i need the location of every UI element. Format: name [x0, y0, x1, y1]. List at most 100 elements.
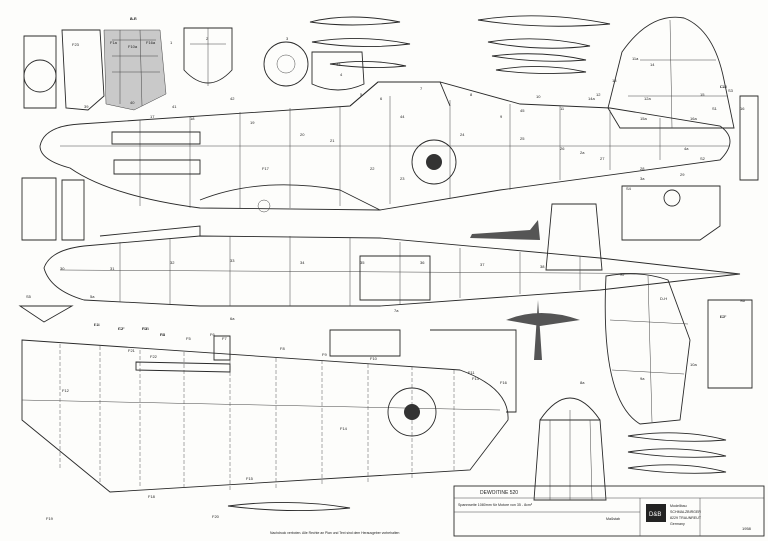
part-label: 5a — [90, 294, 95, 299]
part-label: 28 — [640, 166, 645, 171]
plan-year: 1958 — [742, 526, 752, 531]
fuselage-side-view — [39, 81, 731, 213]
part-label: C-D — [720, 84, 727, 89]
roundel-wing — [387, 387, 437, 437]
part-label: D-H — [660, 296, 667, 301]
part-label: 40 — [130, 100, 135, 105]
rib-bottom-2 — [627, 448, 727, 458]
part-label: S1 — [712, 106, 718, 111]
wing-seat-box — [359, 255, 431, 301]
part-label: L2 — [720, 314, 725, 319]
part-label: A-B — [130, 16, 137, 21]
part-label: F12 — [62, 388, 70, 393]
former-F5 — [263, 41, 309, 87]
part-label: L-4 — [94, 322, 101, 327]
part-label: R3 — [160, 332, 166, 337]
part-label: F17 — [262, 166, 270, 171]
aircraft-silhouette-top — [506, 300, 580, 360]
former-group-topleft — [23, 27, 365, 111]
part-label: F10a — [128, 44, 138, 49]
part-label: F3 — [142, 326, 147, 331]
part-label: 7a — [394, 308, 399, 313]
aileron-linkage — [135, 361, 231, 373]
part-label: S6 — [740, 298, 746, 303]
part-label: C-F — [118, 326, 125, 331]
part-label: 38 — [540, 264, 545, 269]
part-label: 37 — [480, 262, 485, 267]
former-F10 — [21, 177, 57, 241]
part-label: F22 — [150, 354, 158, 359]
part-label: F5 — [186, 336, 191, 341]
part-label: 23 — [400, 176, 405, 181]
part-label: F1 — [94, 322, 99, 327]
part-label: S5 — [26, 294, 32, 299]
maker-line-4: Germany — [670, 522, 685, 526]
part-label: 39 — [84, 104, 89, 109]
part-label: F7 — [222, 336, 227, 341]
part-label: F19 — [46, 516, 54, 521]
part-label: F16a — [146, 40, 156, 45]
former-F4 — [183, 27, 233, 84]
part-label: 16a — [690, 116, 697, 121]
rib-P3 — [477, 15, 611, 27]
exhaust-stack — [111, 131, 201, 145]
part-label: F21 — [128, 348, 136, 353]
part-label: 5 — [360, 92, 363, 97]
part-label: B-F — [130, 16, 137, 21]
fixing-point — [257, 199, 271, 213]
part-label: 13 — [612, 78, 617, 83]
rib-P7 — [495, 66, 587, 75]
part-label: 44 — [400, 114, 405, 119]
part-label: 21 — [330, 138, 335, 143]
part-label: F2 — [118, 326, 123, 331]
part-label: 36 — [420, 260, 425, 265]
former-F3-grid — [112, 29, 160, 107]
part-label: F9 — [322, 352, 327, 357]
scale-label: Maßstab — [606, 517, 620, 521]
rib-P5 — [487, 38, 591, 49]
part-label: F20 — [212, 514, 220, 519]
copyright-line: Nachdruck verboten. Alle Rechte an Plan … — [270, 531, 400, 535]
wing-main-spar — [21, 399, 501, 411]
part-label: F6 — [210, 332, 215, 337]
part-label: 24 — [460, 132, 465, 137]
part-label: 14a — [588, 96, 595, 101]
canopy-top-view — [99, 225, 201, 237]
former-C-F — [707, 299, 753, 389]
part-label: 1 — [170, 40, 173, 45]
wing-plan-view — [21, 335, 509, 493]
part-label: 35 — [360, 260, 365, 265]
part-label: 22 — [370, 166, 375, 171]
maker-line-3: 8229 TRAUNREUT — [670, 516, 702, 520]
aircraft-silhouette-side — [470, 220, 540, 240]
part-label: 34 — [300, 260, 305, 265]
title-block: DEWOITINE 520 Spannweite 1080mm für Moto… — [453, 485, 765, 537]
part-label: 3a — [640, 176, 645, 181]
maker-logo — [646, 504, 666, 522]
part-label: 33 — [230, 258, 235, 263]
part-label: 32 — [170, 260, 175, 265]
part-label: E-F — [720, 314, 727, 319]
part-label: 8a — [580, 380, 585, 385]
part-label: 15 — [700, 92, 705, 97]
fuselage-top-outline — [43, 235, 741, 307]
part-label: F14 — [340, 426, 348, 431]
maker-line-1: Modellbau — [670, 504, 687, 508]
part-label: F1a — [110, 40, 118, 45]
part-label: 8 — [470, 92, 473, 97]
fuselage-top-view — [43, 225, 741, 307]
part-label: 26 — [560, 146, 565, 151]
spec-line: Spannweite 1080mm für Motore von 35 - 8c… — [458, 503, 533, 507]
rib-P2 — [309, 16, 401, 26]
rib-P4 — [329, 60, 407, 69]
part-label: S3 — [728, 88, 734, 93]
fuselage-top-formers — [119, 236, 581, 306]
former-F1-cutout — [23, 59, 57, 93]
part-label: 42 — [230, 96, 235, 101]
part-label: 31 — [110, 266, 115, 271]
part-label: 4 — [340, 72, 343, 77]
former-F1 — [23, 35, 57, 109]
part-label: 4a — [684, 146, 689, 151]
part-label: 12 — [596, 92, 601, 97]
